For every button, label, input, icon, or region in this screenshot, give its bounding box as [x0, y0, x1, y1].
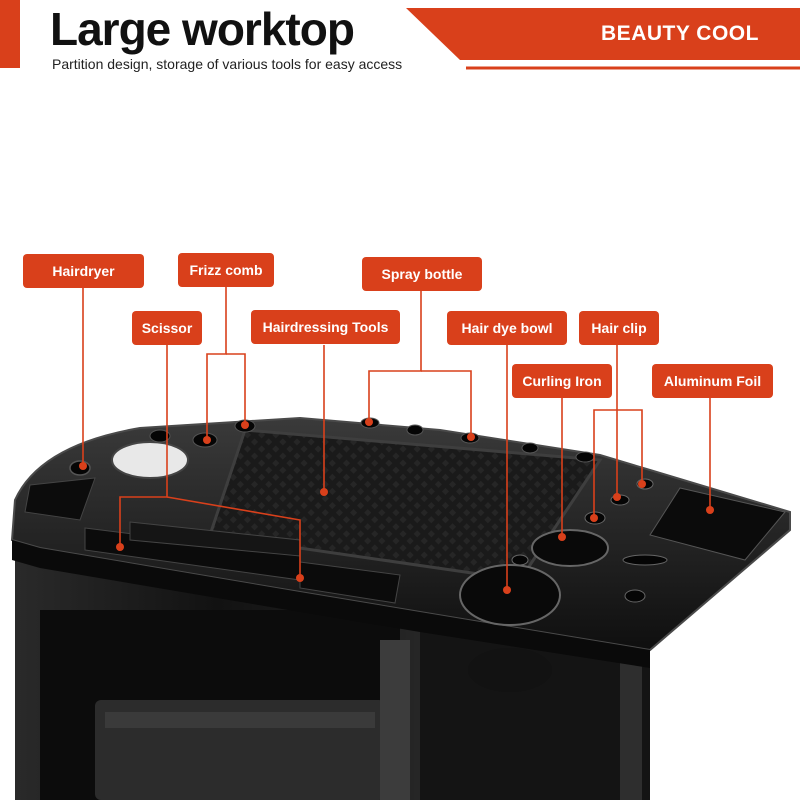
- header-accent-bar: [0, 0, 20, 68]
- label-frizz-comb: Frizz comb: [178, 253, 274, 287]
- left-compartments: [24, 419, 401, 604]
- brand-name: BEAUTY COOL: [601, 22, 759, 45]
- page-title: Large worktop: [50, 3, 355, 55]
- label-scissor: Scissor: [132, 311, 202, 345]
- callout-dots: [79, 418, 714, 594]
- trolley-body: [15, 540, 650, 800]
- label-aluminum-foil: Aluminum Foil: [652, 364, 773, 398]
- right-compartments: [459, 478, 786, 692]
- label-curling-iron: Curling Iron: [512, 364, 612, 398]
- page-subtitle: Partition design, storage of various too…: [52, 56, 403, 72]
- label-hairdryer: Hairdryer: [23, 254, 144, 288]
- label-hair-dye-bowl: Hair dye bowl: [447, 311, 567, 345]
- label-hair-clip: Hair clip: [579, 311, 659, 345]
- label-spray-bottle: Spray bottle: [362, 257, 482, 291]
- callout-lines: [82, 286, 711, 590]
- label-hairdressing-tools: Hairdressing Tools: [251, 310, 400, 344]
- brand-banner: [406, 8, 800, 70]
